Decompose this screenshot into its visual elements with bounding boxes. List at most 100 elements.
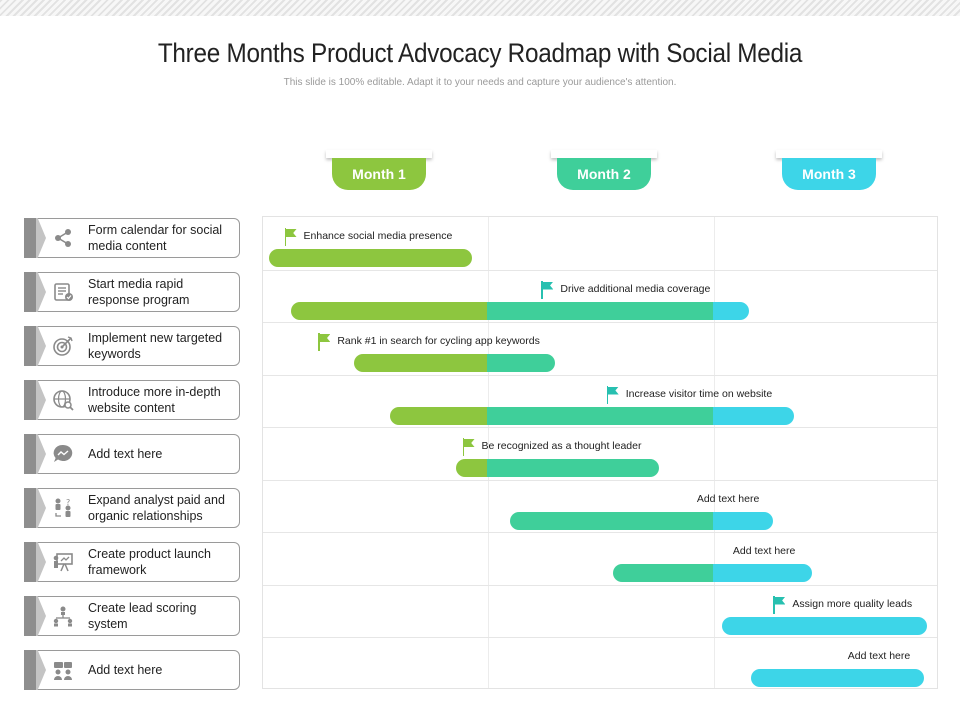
team-icon bbox=[52, 659, 74, 681]
grid-row-divider bbox=[263, 479, 937, 481]
task-card-arrow-shade bbox=[24, 596, 36, 636]
task-label: Add text here bbox=[88, 663, 163, 677]
task-label: Expand analyst paid and organic relation… bbox=[88, 493, 225, 523]
gantt-bar-segment-month-2 bbox=[487, 406, 713, 425]
task-label: Introduce more in-depth website content bbox=[88, 385, 221, 415]
task-label: Create lead scoring system bbox=[88, 601, 197, 631]
month-header-cap bbox=[776, 150, 882, 158]
top-decorative-stripe bbox=[0, 0, 960, 16]
gantt-bar bbox=[268, 249, 472, 267]
gantt-bar-segment-month-2 bbox=[509, 511, 713, 530]
gantt-bar-segment-month-1 bbox=[354, 354, 488, 372]
people-exchange-icon: ? bbox=[52, 497, 74, 519]
task-label: Start media rapid response program bbox=[88, 277, 190, 307]
task-card-arrow-shade bbox=[24, 434, 36, 474]
page-subtitle: This slide is 100% editable. Adapt it to… bbox=[283, 77, 677, 88]
task-card-arrow-shade bbox=[24, 272, 36, 312]
milestone-label: Increase visitor time on website bbox=[625, 387, 773, 400]
gantt-bar-segment-month-3 bbox=[712, 406, 794, 425]
grid-row-divider bbox=[263, 427, 937, 428]
gantt-bar bbox=[455, 459, 659, 477]
task-card-arrow-shade bbox=[24, 326, 36, 366]
task-label: Add text here bbox=[88, 447, 163, 461]
gantt-bar bbox=[721, 616, 927, 635]
gantt-bar-segment-month-3 bbox=[712, 511, 774, 530]
hierarchy-icon bbox=[52, 605, 74, 627]
milestone-label: Add text here bbox=[732, 545, 796, 557]
milestone-label: Add text here bbox=[847, 650, 911, 662]
document-check-icon bbox=[52, 281, 74, 303]
gantt-bar bbox=[354, 354, 555, 372]
grid-row-divider bbox=[263, 532, 937, 533]
grid-row-divider bbox=[263, 584, 937, 586]
gantt-bar bbox=[390, 406, 794, 425]
gantt-bar-segment-month-3 bbox=[712, 301, 749, 320]
task-card-box bbox=[24, 326, 240, 366]
grid-row-divider bbox=[263, 322, 937, 323]
task-card: Create product launch framework bbox=[24, 542, 240, 582]
task-card-arrow-shade bbox=[24, 650, 36, 690]
task-card-box bbox=[24, 650, 240, 690]
gantt-bar bbox=[509, 511, 774, 530]
task-card-arrow-shade bbox=[24, 218, 36, 258]
milestone-flag-icon bbox=[606, 385, 619, 404]
task-card: Implement new targeted keywords bbox=[24, 326, 240, 366]
svg-text:?: ? bbox=[66, 498, 70, 507]
gantt-bar-segment-month-2 bbox=[487, 354, 555, 372]
task-card-box bbox=[24, 272, 240, 312]
gantt-bar-segment-month-3 bbox=[712, 564, 812, 582]
milestone-label: Be recognized as a thought leader bbox=[481, 440, 642, 452]
chat-bubble-icon bbox=[52, 443, 74, 465]
gantt-bar-segment-month-2 bbox=[613, 564, 713, 582]
task-card: Add text here bbox=[24, 434, 240, 474]
page-title: Three Months Product Advocacy Roadmap wi… bbox=[157, 38, 803, 68]
gantt-bar bbox=[291, 301, 749, 320]
grid-row-divider bbox=[263, 637, 937, 638]
month-label: Month 1 bbox=[332, 158, 426, 190]
globe-search-icon bbox=[52, 389, 74, 411]
task-card: Start media rapid response program bbox=[24, 272, 240, 312]
task-label: Create product launch framework bbox=[88, 547, 211, 577]
gantt-bar bbox=[613, 564, 812, 582]
month-header-cap bbox=[326, 150, 432, 158]
share-icon bbox=[52, 227, 74, 249]
milestone-flag-icon bbox=[541, 280, 554, 299]
gantt-bar-segment-month-3 bbox=[721, 616, 927, 635]
gantt-bar-segment-month-1 bbox=[455, 459, 488, 477]
presentation-icon bbox=[52, 551, 74, 573]
gantt-bar-segment-month-3 bbox=[750, 669, 925, 687]
gantt-bar-segment-month-2 bbox=[487, 301, 713, 320]
month-label: Month 2 bbox=[557, 158, 651, 190]
task-label: Form calendar for social media content bbox=[88, 223, 223, 253]
task-card-arrow-shade bbox=[24, 488, 36, 528]
task-card-box bbox=[24, 542, 240, 582]
gantt-bar-segment-month-1 bbox=[268, 249, 472, 267]
task-card-arrow-shade bbox=[24, 380, 36, 420]
task-card: Introduce more in-depth website content bbox=[24, 380, 240, 420]
grid-row-divider bbox=[263, 269, 937, 271]
gantt-bar-segment-month-2 bbox=[487, 459, 659, 477]
task-card: Create lead scoring system bbox=[24, 596, 240, 636]
month-label: Month 3 bbox=[782, 158, 876, 190]
milestone-label: Drive additional media coverage bbox=[560, 282, 711, 295]
task-card-arrow-shade bbox=[24, 542, 36, 582]
gantt-bar-segment-month-1 bbox=[291, 301, 488, 320]
task-card: ? Expand analyst paid and organic relatio… bbox=[24, 488, 240, 528]
task-card: Add text here bbox=[24, 650, 240, 690]
milestone-flag-icon bbox=[462, 438, 475, 456]
milestone-label: Enhance social media presence bbox=[303, 230, 453, 242]
milestone-flag-icon bbox=[318, 333, 331, 351]
month-header-cap bbox=[551, 150, 657, 158]
grid-column-divider bbox=[713, 217, 715, 688]
month-header-3: Month 3 bbox=[776, 150, 882, 190]
task-card: Form calendar for social media content bbox=[24, 218, 240, 258]
gantt-bar bbox=[750, 669, 925, 687]
milestone-flag-icon bbox=[284, 228, 297, 246]
milestone-label: Add text here bbox=[696, 492, 760, 505]
timeline-grid bbox=[262, 216, 938, 689]
gantt-bar-segment-month-1 bbox=[390, 406, 488, 425]
milestone-label: Rank #1 in search for cycling app keywor… bbox=[337, 335, 540, 347]
grid-row-divider bbox=[263, 374, 937, 376]
task-label: Implement new targeted keywords bbox=[88, 331, 223, 361]
month-header-2: Month 2 bbox=[551, 150, 657, 190]
